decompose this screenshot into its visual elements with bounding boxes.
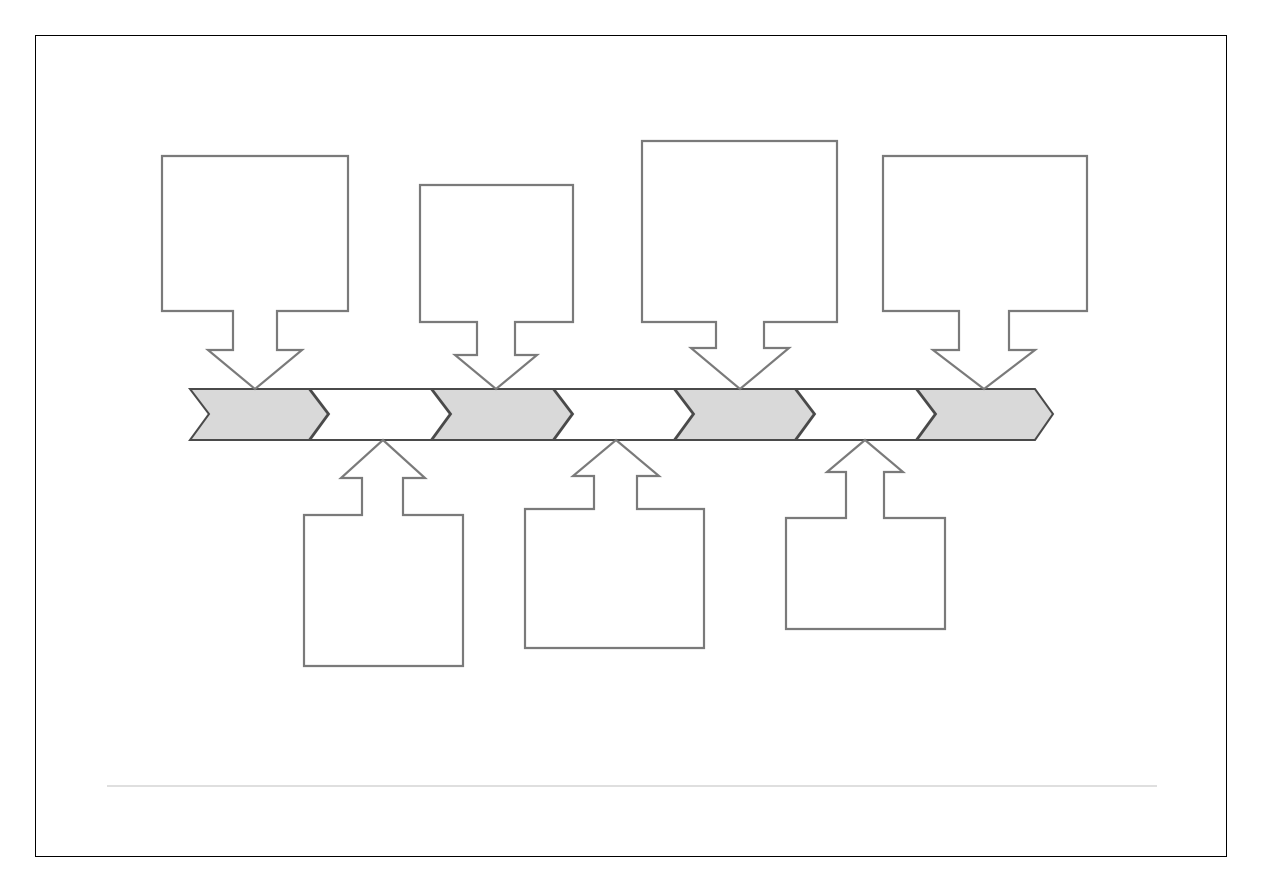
chevron-step-7[interactable] (914, 388, 1055, 441)
callout-below-2[interactable] (523, 438, 706, 650)
chevron-step-1[interactable] (187, 388, 330, 441)
chevron-step-4[interactable] (551, 388, 695, 441)
callout-below-3[interactable] (784, 438, 947, 631)
callout-above-1[interactable] (160, 154, 350, 391)
chevron-bar (187, 388, 1055, 441)
chevron-step-2[interactable] (307, 388, 452, 441)
chevron-step-3[interactable] (429, 388, 574, 441)
callouts-below (302, 438, 947, 668)
callout-above-2[interactable] (418, 183, 575, 391)
chevron-step-6[interactable] (793, 388, 937, 441)
callout-below-1[interactable] (302, 438, 465, 668)
page-frame (35, 35, 1227, 857)
callout-above-3[interactable] (640, 139, 839, 391)
callout-above-4[interactable] (881, 154, 1089, 391)
callouts-above (160, 139, 1089, 391)
chevron-step-5[interactable] (672, 388, 816, 441)
